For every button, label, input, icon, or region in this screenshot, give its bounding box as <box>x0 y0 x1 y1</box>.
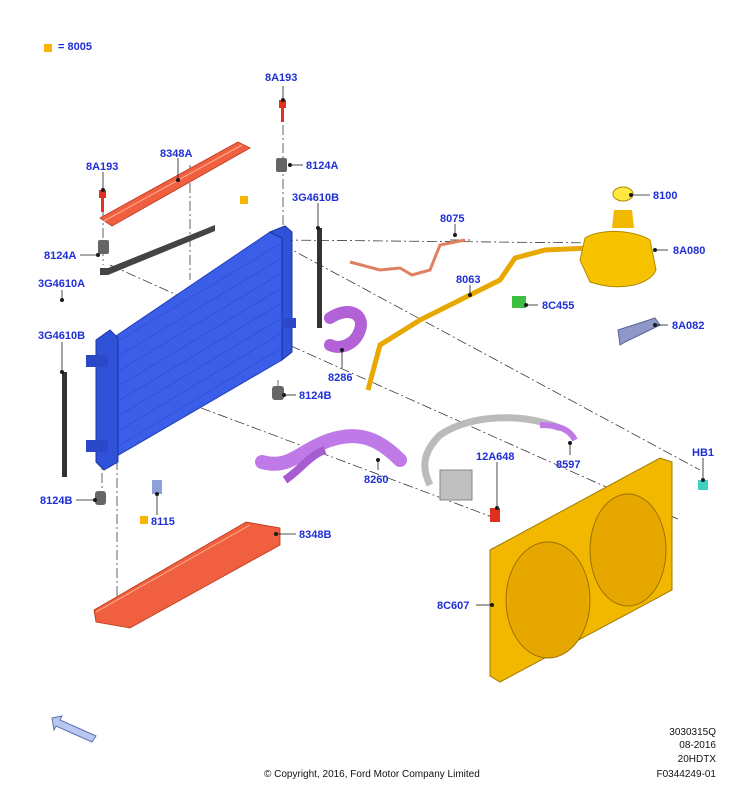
legend-mark <box>240 196 248 204</box>
hose-8286 <box>324 306 367 353</box>
label-8597: 8597 <box>556 459 580 471</box>
label-8260: 8260 <box>364 474 388 486</box>
label-8A082: 8A082 <box>672 320 704 332</box>
label-8124B-right: 8124B <box>299 390 331 402</box>
label-8A193-top: 8A193 <box>265 72 297 84</box>
label-8348B: 8348B <box>299 529 331 541</box>
hose-8597 <box>539 422 578 442</box>
footer-code-1: 3030315Q <box>669 727 716 738</box>
sensor-8115 <box>152 480 162 494</box>
label-3G4610B-left: 3G4610B <box>38 330 85 342</box>
plug-12A648 <box>490 508 500 522</box>
label-HB1: HB1 <box>692 447 714 459</box>
arrow-icon <box>51 715 97 743</box>
leader-dots <box>60 98 705 607</box>
part-labels: 8A193 8348A 8A193 8124A 3G4610B 8124A 3G… <box>38 72 714 612</box>
label-8100: 8100 <box>653 190 677 202</box>
label-3G4610B-right: 3G4610B <box>292 192 339 204</box>
label-8124A-right: 8124A <box>306 160 338 172</box>
label-8C455: 8C455 <box>542 300 574 312</box>
pipe-8063 <box>365 245 591 391</box>
footer-code-3: 20HDTX <box>677 754 716 765</box>
label-8124A-left: 8124A <box>44 250 76 262</box>
isolators <box>95 158 287 505</box>
degas-bottle-8A080 <box>579 186 657 288</box>
label-8C607: 8C607 <box>437 600 469 612</box>
label-8348A: 8348A <box>160 148 192 160</box>
hose-8260 <box>255 429 407 484</box>
label-8075: 8075 <box>440 213 464 225</box>
air-deflector-strip <box>100 225 215 275</box>
label-8063: 8063 <box>456 274 480 286</box>
legend-swatch <box>44 44 52 52</box>
fan-shroud-8C607 <box>489 457 673 683</box>
legend-text: = 8005 <box>58 41 92 53</box>
leader-lines <box>61 86 704 606</box>
bracket-8A082 <box>617 317 661 346</box>
radiator <box>86 225 296 471</box>
upper-air-baffle-8348A <box>99 141 251 227</box>
footer-code-4: F0344249-01 <box>656 769 717 780</box>
label-3G4610A: 3G4610A <box>38 278 85 290</box>
label-8124B-left: 8124B <box>40 495 72 507</box>
label-8286: 8286 <box>328 372 352 384</box>
oil-cooler-pipes <box>421 414 562 501</box>
label-12A648: 12A648 <box>476 451 515 463</box>
footer-code-2: 08-2016 <box>679 740 716 751</box>
bolts-8A193 <box>99 100 286 212</box>
copyright: © Copyright, 2016, Ford Motor Company Li… <box>264 769 480 780</box>
hose-8075 <box>349 238 466 277</box>
clip-HB1 <box>698 480 708 490</box>
mount-rods <box>62 228 322 477</box>
label-8A080: 8A080 <box>673 245 705 257</box>
clip-8C455 <box>512 296 526 308</box>
legend-mark <box>140 516 148 524</box>
label-8115: 8115 <box>151 516 175 528</box>
label-8A193-left: 8A193 <box>86 161 118 173</box>
lower-air-baffle-8348B <box>93 521 281 629</box>
